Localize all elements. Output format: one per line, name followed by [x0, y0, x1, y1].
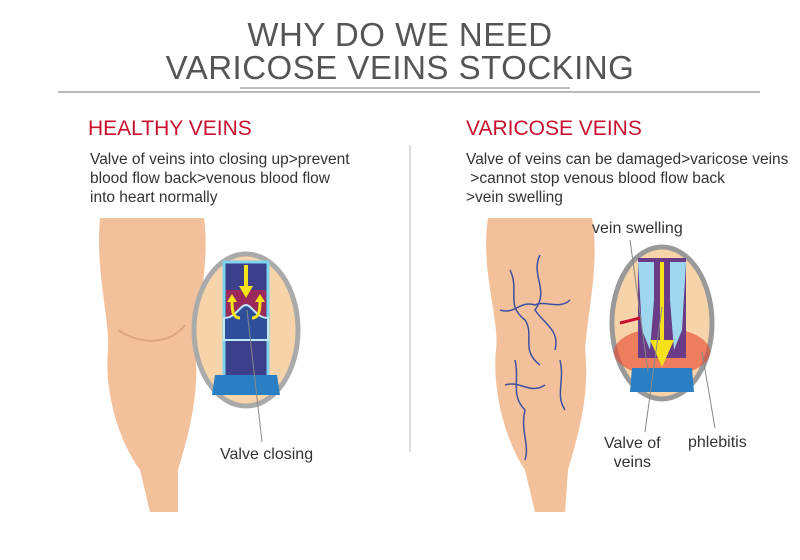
varicose-heading: VARICOSE VEINS [466, 117, 642, 140]
label-valve-of-veins: Valve of veins [604, 435, 661, 471]
healthy-heading: HEALTHY VEINS [88, 117, 252, 140]
title-line-1: WHY DO WE NEED [247, 16, 553, 53]
title-line-2: VARICOSE VEINS STOCKING [165, 49, 635, 86]
label-phlebitis: phlebitis [688, 434, 747, 451]
healthy-leg [98, 218, 206, 512]
healthy-description: Valve of veins into closing up>prevent b… [90, 151, 350, 206]
label-vein-swelling: vein swelling [592, 220, 683, 237]
label-valve-closing: Valve closing [220, 446, 314, 463]
varicose-description: Valve of veins can be damaged>varicose v… [466, 151, 789, 206]
varicose-valve-icon [609, 244, 715, 402]
varicose-leg [486, 218, 595, 512]
healthy-valve-icon [191, 251, 301, 409]
varicose-veins-pattern [499, 254, 571, 461]
